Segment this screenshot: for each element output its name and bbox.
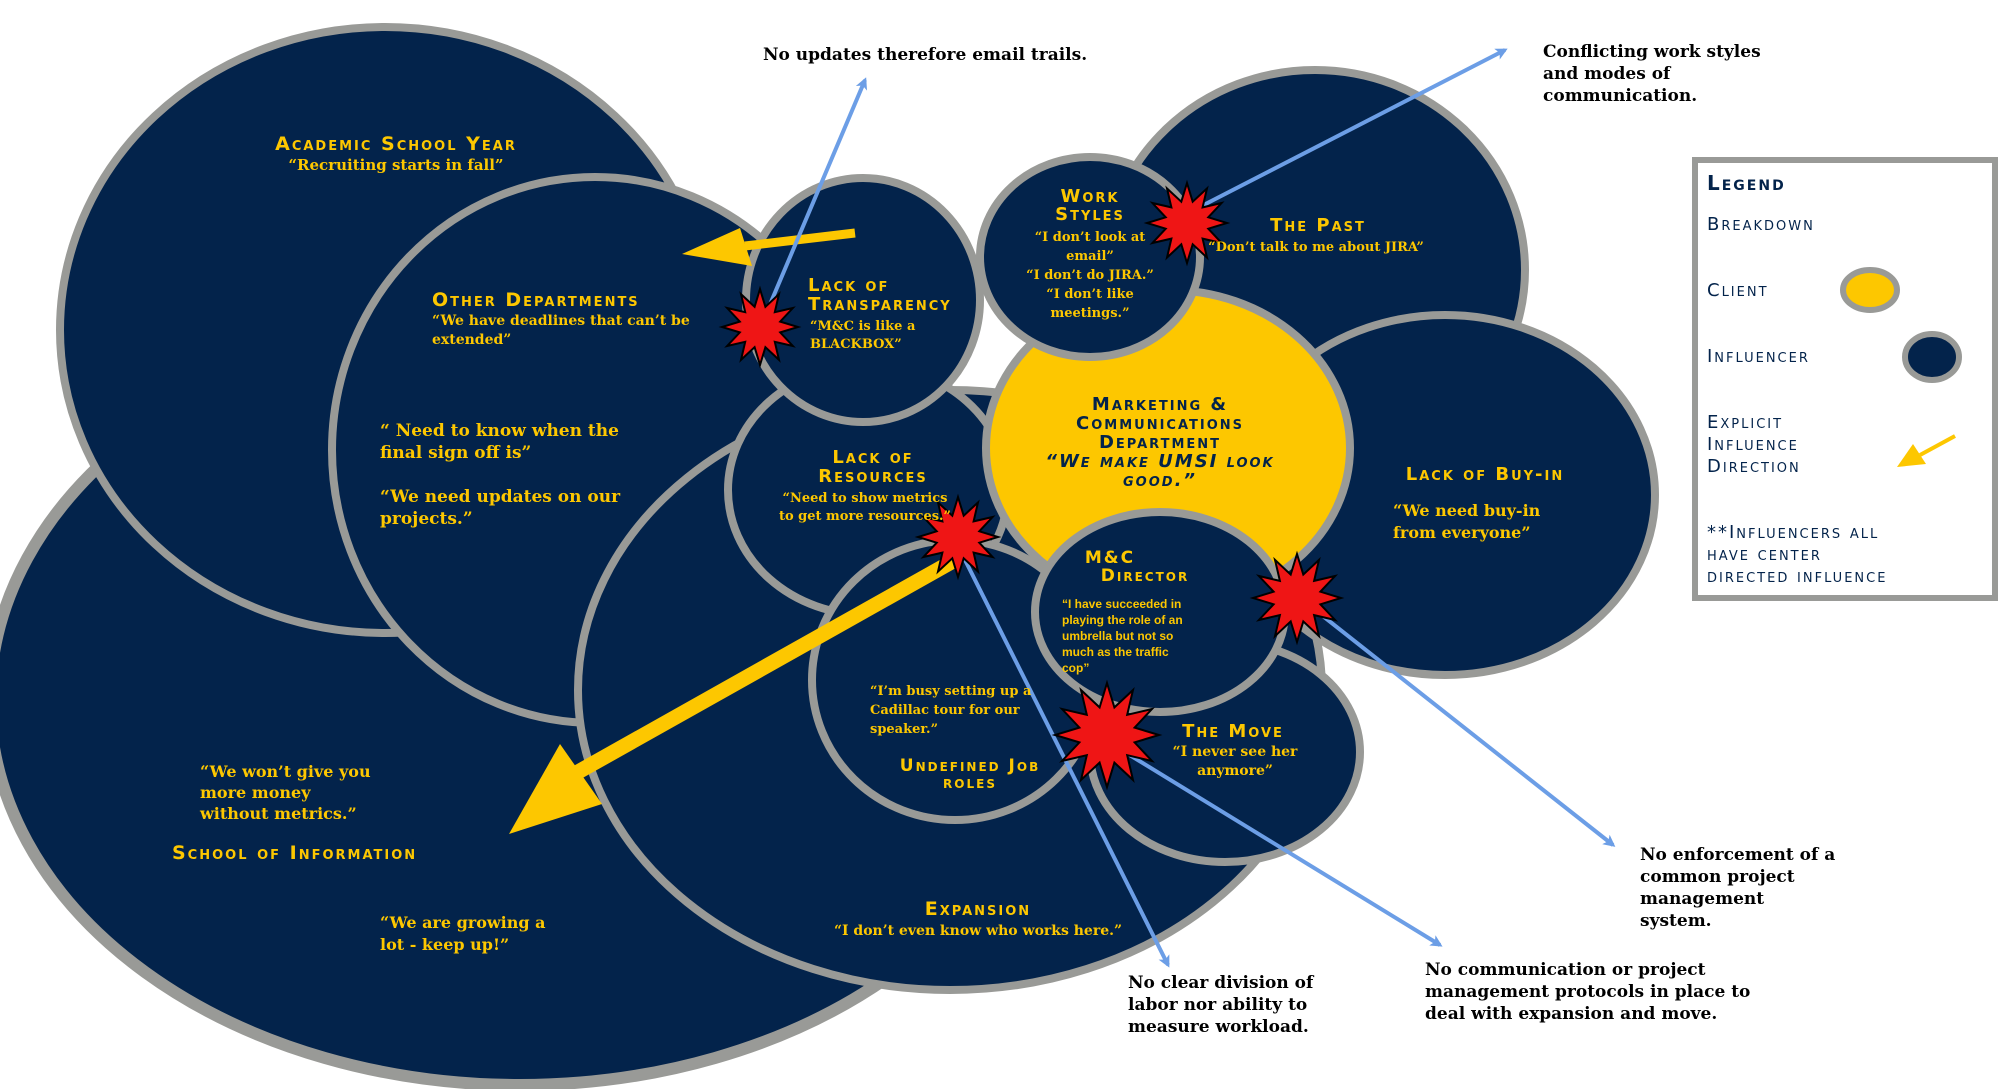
breakdown-resources-icon [914, 493, 1002, 581]
academic-title: Academic School Year [275, 133, 517, 155]
legend-influencer-label: Influencer [1707, 346, 1810, 367]
director-quote-2: playing the role of an [1062, 613, 1183, 627]
other-departments-quote-5: “We need updates on our [380, 487, 621, 507]
buy-in-quote-2: from everyone” [1393, 523, 1531, 542]
director-quote-3: umbrella but not so [1062, 629, 1173, 643]
director-title-1: M&C [1085, 548, 1135, 568]
callout-conflicting-1: Conflicting work styles [1543, 42, 1761, 62]
roles-title-2: roles [943, 773, 997, 793]
other-departments-title: Other Departments [432, 289, 640, 311]
client-quote-2: good.” [1123, 470, 1197, 491]
the-move-quote-2: anymore” [1197, 763, 1273, 779]
expansion-quote: “I don’t even know who works here.” [834, 923, 1122, 939]
legend-panel: Legend Breakdown Client Influencer Expli… [1692, 157, 1998, 601]
expansion-title: Expansion [925, 898, 1031, 920]
work-styles-quote-3: “I don’t do JIRA.” [1026, 268, 1154, 283]
buy-in-quote-1: “We need buy-in [1393, 501, 1541, 520]
school-quote-4: “We are growing a [380, 913, 546, 932]
legend-note-3: directed influence [1707, 566, 1887, 587]
roles-title-1: Undefined Job [900, 756, 1040, 776]
work-styles-quote-2: email” [1066, 249, 1114, 264]
resources-quote-2: to get more resources.” [779, 509, 951, 524]
the-past-quote: “Don’t talk to me about JIRA” [1208, 240, 1424, 255]
callout-arrow-division [953, 539, 1170, 968]
callout-enforcement-2: common project [1640, 867, 1795, 887]
work-styles-quote-5: meetings.” [1050, 306, 1129, 321]
director-title-2: Director [1101, 566, 1189, 586]
callout-arrow-email-trails [755, 77, 868, 336]
callout-conflicting-2: and modes of [1543, 64, 1672, 84]
work-styles-title-1: Work [1061, 186, 1120, 207]
callout-conflicting-3: communication. [1543, 86, 1697, 106]
callout-email-trails: No updates therefore email trails. [763, 45, 1087, 65]
callout-arrow-protocols [1108, 741, 1443, 947]
roles-quote-3: speaker.” [870, 722, 938, 737]
the-move-quote-1: “I never see her [1173, 744, 1299, 760]
legend-breakdown-label: Breakdown [1707, 214, 1815, 235]
legend-explicit-1: Explicit [1707, 412, 1783, 433]
callout-protocols-2: management protocols in place to [1425, 982, 1750, 1002]
academic-quote: “Recruiting starts in fall” [288, 156, 503, 174]
director-quote-5: cop” [1062, 661, 1089, 675]
roles-quote-2: Cadillac tour for our [870, 703, 1020, 718]
callout-enforcement-4: system. [1640, 911, 1712, 931]
school-quote-2: more money [200, 783, 311, 802]
influence-arrow-down-left [509, 553, 959, 834]
callout-enforcement-3: management [1640, 889, 1764, 909]
school-quote-5: lot - keep up!” [380, 935, 509, 954]
transparency-title-1: Lack of [808, 275, 889, 296]
other-departments-quote-3: “ Need to know when the [380, 421, 619, 441]
roles-quote-1: “I’m busy setting up a [870, 684, 1032, 699]
resources-title-1: Lack of [832, 447, 913, 468]
work-styles-title-2: Styles [1055, 204, 1125, 225]
callout-arrow-enforcement [1298, 596, 1616, 847]
breakdown-buy-in-icon [1249, 550, 1345, 646]
callout-arrow-conflicting [1189, 48, 1508, 214]
buy-in-title: Lack of Buy-in [1406, 464, 1565, 485]
mc-director-circle [1031, 508, 1289, 716]
influence-arrow-left [682, 228, 856, 266]
resources-title-2: Resources [818, 466, 928, 487]
client-title-1: Marketing & [1092, 394, 1228, 415]
work-styles-quote-1: “I don’t look at [1035, 230, 1146, 245]
legend-note-1: **Influencers all [1707, 522, 1879, 543]
legend-note-2: have center [1707, 544, 1822, 565]
the-past-title: The Past [1270, 215, 1366, 236]
callout-division-1: No clear division of [1128, 973, 1315, 993]
other-departments-quote-6: projects.” [380, 509, 473, 529]
callout-division-3: measure workload. [1128, 1017, 1309, 1037]
transparency-title-2: Transparency [808, 294, 952, 315]
other-departments-quote-4: final sign off is” [380, 443, 531, 463]
director-quote-1: “I have succeeded in [1062, 597, 1181, 611]
breakdown-transparency-icon [718, 285, 802, 369]
legend-client-swatch [1840, 267, 1900, 313]
school-quote-1: “We won’t give you [200, 762, 371, 781]
callout-protocols-3: deal with expansion and move. [1425, 1004, 1717, 1024]
other-departments-quote-1: “We have deadlines that can’t be [432, 313, 690, 329]
client-title-3: Department [1099, 432, 1221, 453]
school-quote-3: without metrics.” [199, 804, 357, 823]
legend-explicit-3: Direction [1707, 456, 1801, 477]
transparency-quote-1: “M&C is like a [810, 319, 916, 334]
resources-quote-1: “Need to show metrics [783, 491, 948, 506]
legend-explicit-2: Influence [1707, 434, 1799, 455]
legend-title: Legend [1707, 171, 1786, 195]
legend-influence-arrow [1897, 434, 1956, 467]
the-move-title: The Move [1182, 721, 1284, 742]
transparency-quote-2: BLACKBOX” [810, 337, 902, 352]
work-styles-quote-4: “I don’t like [1046, 287, 1134, 302]
director-quote-4: much as the traffic [1062, 645, 1169, 659]
school-title: School of Information [172, 842, 417, 864]
callout-protocols-1: No communication or project [1425, 960, 1706, 980]
legend-client-label: Client [1707, 280, 1769, 301]
legend-influencer-swatch [1902, 331, 1962, 383]
callout-division-2: labor nor ability to [1128, 995, 1307, 1015]
client-quote-1: “We make UMSI look [1045, 451, 1274, 472]
client-title-2: Communications [1076, 413, 1244, 434]
callout-enforcement-1: No enforcement of a [1640, 845, 1835, 865]
breakdown-work-styles-icon [1143, 179, 1231, 267]
breakdown-move-icon [1051, 679, 1163, 791]
work-styles-circle [976, 153, 1204, 361]
other-departments-quote-2: extended” [432, 332, 511, 348]
